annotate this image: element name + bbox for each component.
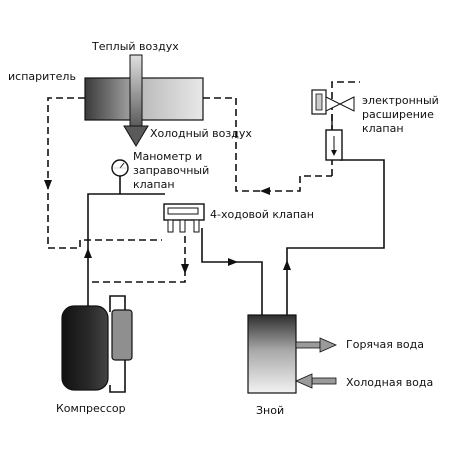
- label-expansion-1: электронный: [362, 94, 439, 107]
- cold-water-arrow: [295, 373, 337, 389]
- four-way-valve: [163, 203, 205, 233]
- label-cold-air: Холодный воздух: [150, 127, 252, 140]
- label-evaporator: испаритель: [8, 70, 76, 83]
- compressor: [61, 305, 133, 391]
- label-hot-water: Горячая вода: [346, 338, 424, 351]
- label-expansion-3: клапан: [362, 122, 404, 135]
- label-gauge-3: клапан: [133, 178, 175, 191]
- evaporator: [84, 77, 204, 121]
- label-expansion-2: расширение: [362, 108, 434, 121]
- air-flow-arrow: [123, 54, 149, 147]
- flow-arrow-compressor-up: [84, 248, 92, 258]
- label-tank: Зной: [256, 404, 284, 417]
- label-compressor: Компрессор: [56, 402, 126, 415]
- gauge-icon: [111, 159, 129, 177]
- flow-arrow-dash-left: [260, 187, 270, 195]
- label-warm-air: Теплый воздух: [91, 40, 179, 53]
- solid-refrigerant-lines: [87, 159, 385, 393]
- flow-arrow-to-tank: [228, 258, 238, 266]
- water-tank: [247, 314, 297, 394]
- expansion-valve: [311, 89, 355, 161]
- flow-arrow-valve-down: [181, 264, 189, 274]
- label-gauge-1: Манометр и: [133, 150, 202, 163]
- label-gauge-2: заправочный: [133, 164, 209, 177]
- label-four-way-valve: 4-ходовой клапан: [210, 208, 314, 221]
- hot-water-arrow: [295, 337, 337, 353]
- flow-arrow-left-down: [44, 180, 52, 190]
- label-cold-water: Холодная вода: [346, 376, 433, 389]
- flow-arrow-tank-up: [283, 260, 291, 270]
